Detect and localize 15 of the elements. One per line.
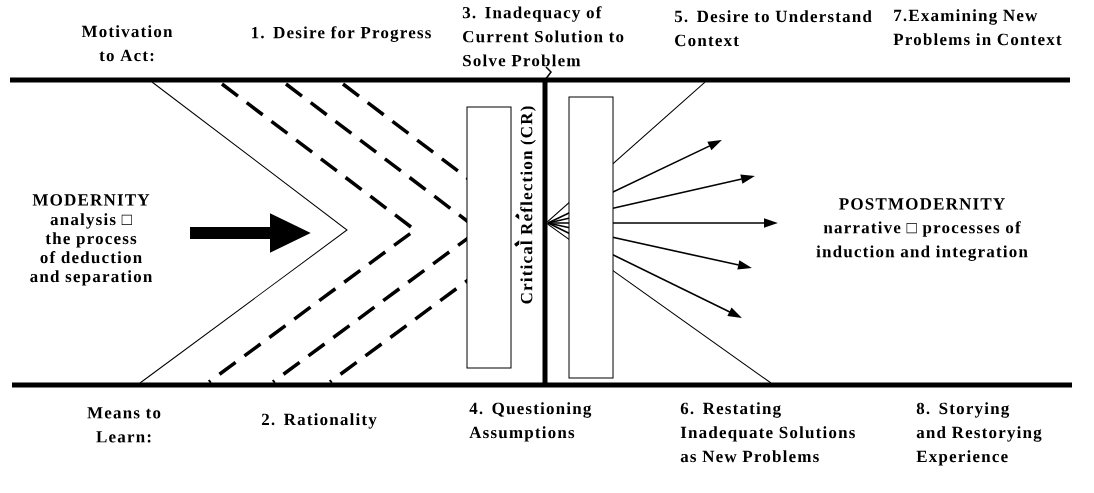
vertical-label: Critical Reflection (CR) [519,104,537,306]
stage-label: 3. Inadequacy of Current Solution to Solve Problem [462,6,624,67]
stage-label: 2. Rationality [261,413,377,429]
stage-label: 4. Questioning Assumptions [469,402,592,442]
stage-label: analysis □ the process of deduction and separation [30,213,153,286]
stage-label: 5. Desire to Understand Context [674,10,872,47]
stage-label: 7.Examining New Problems in Context [893,9,1062,46]
stage-label: 8. Storying and Restorying Experience [916,402,1042,466]
stage-label: 1. Desire for Progress [252,26,431,42]
stage-label: 6. Restating Inadequate Solutions as New Problems [680,402,855,463]
stage-label: Motivation to Act: [81,25,173,62]
stage-label: narrative □ processes of induction and integration [816,221,1028,261]
heading-text: POSTMODERNITY [839,198,1005,210]
heading-text: MODERNITY [32,194,150,206]
stage-label: Means to Learn: [87,407,161,443]
